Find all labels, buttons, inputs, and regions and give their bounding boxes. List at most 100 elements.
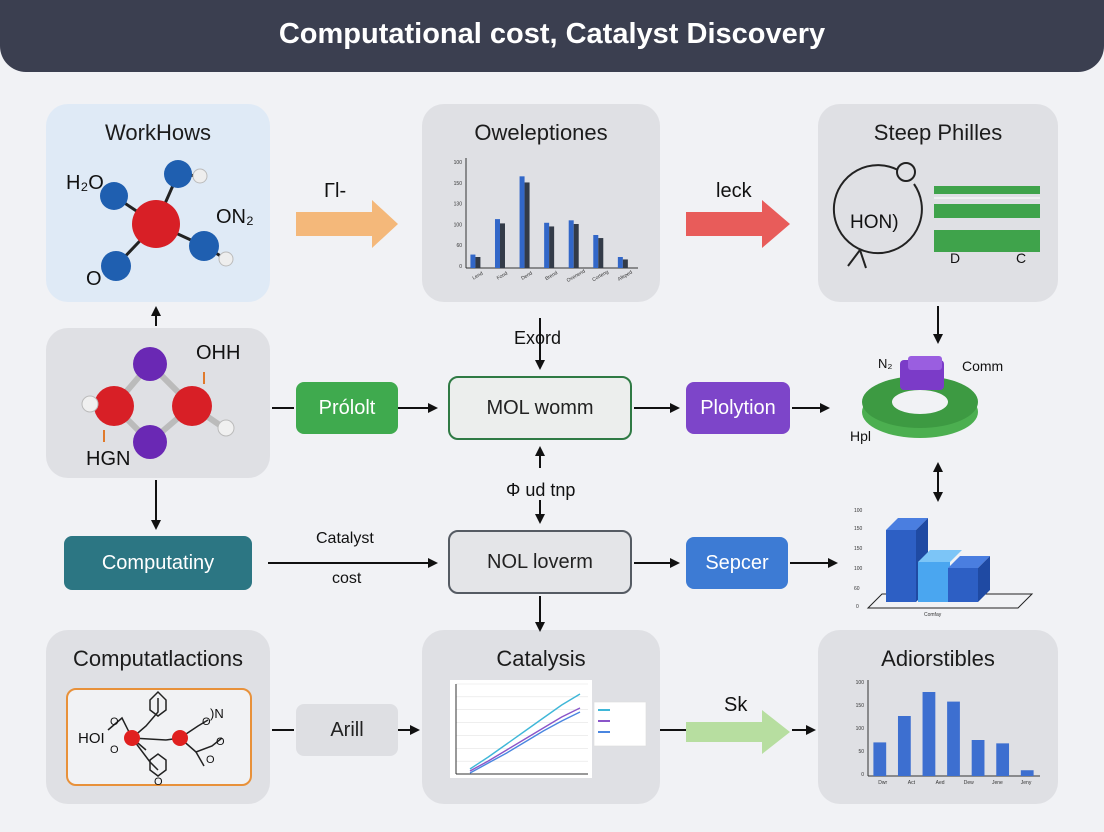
chart1-category-label: Fond <box>496 271 509 282</box>
chart3-series-line <box>469 693 581 770</box>
edge-label-cost: cost <box>332 570 362 587</box>
bar3d-label-comfay: Comfay <box>924 612 942 618</box>
node-sepcer[interactable]: Sepcer <box>686 537 788 589</box>
structure-frame <box>66 688 252 786</box>
chart2-tick-label: 150 <box>856 703 865 709</box>
panel-steep-title: Steep Philles <box>873 120 1003 145</box>
chart2-tick-label: 50 <box>858 749 864 755</box>
bar3d-tick-4: 60 <box>854 586 860 592</box>
node-nol-loverm[interactable]: NOL loverm <box>448 530 632 594</box>
panel-steep-philles[interactable]: Steep Philles HON) D C <box>818 104 1058 302</box>
chart2-tick-label: 100 <box>856 680 865 686</box>
chart3-plot-area <box>450 680 592 778</box>
chart1-category-label: Lend <box>471 271 484 282</box>
chart2-category-label: Dwr <box>878 780 887 786</box>
chart1-tick-label: 100 <box>454 160 463 166</box>
label-o-4: O <box>202 716 211 728</box>
molecule-illustration-1 <box>100 160 234 281</box>
label-comm: Comm <box>962 358 1004 374</box>
title-bar: Computational cost, Catalyst Discovery <box>0 0 1104 72</box>
chart3-series-line <box>469 707 581 772</box>
edge-label-exord: Exord <box>514 328 562 348</box>
chart2-category-label: Jeny <box>1021 780 1032 786</box>
chart2-tick-label: 0 <box>861 772 864 778</box>
chart2-category-label: Act <box>908 780 916 786</box>
panel-oweleptiones-title: Oweleptiones <box>474 120 608 145</box>
label-on2: ON₂ <box>216 206 254 228</box>
ring-label: HON) <box>850 212 899 233</box>
label-hoi: HOI <box>78 730 105 747</box>
fat-arrow-green <box>686 710 790 754</box>
chart1-category-label: Brend <box>544 270 559 282</box>
label-o-3: O <box>154 776 163 788</box>
chart1-bar <box>549 226 555 268</box>
chart2-bar <box>873 742 887 776</box>
arrow-label-top-left: Γl- <box>324 180 347 202</box>
label-h2o: H₂O <box>66 172 104 194</box>
bar-3d-icon <box>866 518 1034 609</box>
structure-formula <box>107 690 223 777</box>
fat-arrow-red <box>686 200 790 248</box>
chart1-bar <box>593 235 599 268</box>
chart1-tick-label: 0 <box>459 264 462 270</box>
chart2-bar <box>971 740 985 776</box>
fat-arrow-orange <box>296 200 398 248</box>
chart2-bar <box>947 701 960 776</box>
chart2-bar <box>1020 770 1034 776</box>
chart1-bar <box>544 222 550 268</box>
bar3d-tick-1: 150 <box>854 526 863 532</box>
node-plolytion[interactable]: Plolytion <box>686 382 790 434</box>
catalysis-line-chart <box>450 680 647 778</box>
chart2-category-label: Aed <box>936 780 945 786</box>
chart1-category-label: Dend <box>520 270 534 281</box>
label-n2: N₂ <box>878 356 893 371</box>
chart1-bar <box>499 223 505 268</box>
node-computatiny[interactable]: Computatiny <box>64 536 252 590</box>
chart1-bar <box>622 259 628 268</box>
bar3d-tick-5: 0 <box>856 604 859 610</box>
chart2-bar <box>897 716 911 776</box>
label-o-6: O <box>206 754 215 766</box>
panel-adiorstibles-title: Adiorstibles <box>881 646 995 671</box>
panel-catalysis-title: Catalysis <box>496 646 586 671</box>
label-hgn: HGN <box>86 448 131 470</box>
label-o-2: O <box>110 744 119 756</box>
chart1-tick-label: 150 <box>454 181 463 187</box>
node-mol-womm[interactable]: MOL womm <box>448 376 632 440</box>
label-o-1: O <box>110 716 119 728</box>
panel-computatlactions[interactable]: Computatlactions HOI )N O O O O O O <box>46 630 270 804</box>
chart1-bar <box>494 219 500 268</box>
chart1-tick-label: 100 <box>454 222 463 228</box>
arrow-label-top-right: leck <box>716 180 752 202</box>
chart1-bar <box>617 257 623 268</box>
chart1-bar <box>524 182 530 268</box>
panel-catalysis[interactable]: Catalysis <box>422 630 660 804</box>
label-ohh: OHH <box>196 342 241 364</box>
chart1-bar <box>573 224 579 268</box>
label-o-5: O <box>216 736 225 748</box>
chart1-bar <box>598 238 604 268</box>
node-prolott[interactable]: Prólolt <box>296 382 398 434</box>
chart1-bar <box>475 257 481 268</box>
chart2-tick-label: 100 <box>856 726 865 732</box>
label-hpl: Hpl <box>850 428 872 444</box>
chart2-category-label: Jene <box>992 780 1003 786</box>
bar-label-c: C <box>1016 250 1027 266</box>
panel-molecule-2[interactable]: OHH HGN <box>46 328 270 478</box>
chart2-category-label: Dew <box>964 780 974 786</box>
node-arill[interactable]: Arill <box>296 704 398 756</box>
molecule-illustration-2 <box>81 347 235 459</box>
chart1-bar <box>568 220 574 268</box>
page-title: Computational cost, Catalyst Discovery <box>278 18 826 50</box>
edge-label-catalyst: Catalyst <box>316 530 374 547</box>
panel-workflows[interactable]: WorkHows H₂O ON₂ O <box>46 104 270 302</box>
arrow-label-bottom-right: Sk <box>724 694 748 716</box>
ring-3d-icon <box>862 356 978 438</box>
label-o: O <box>86 268 102 290</box>
bar3d-tick-2: 150 <box>854 546 863 552</box>
